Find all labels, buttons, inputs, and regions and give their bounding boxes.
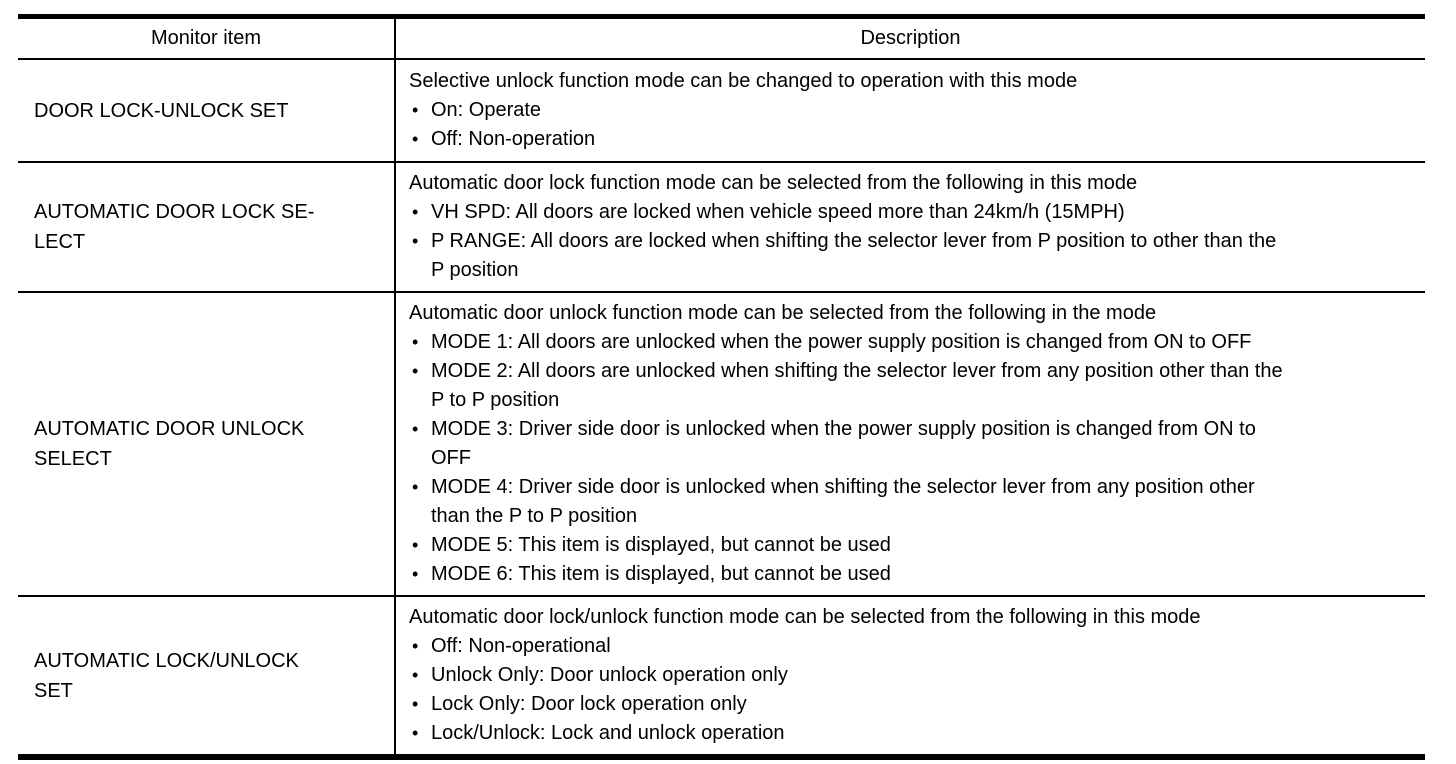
description-intro: Automatic door lock function mode can be… [409, 172, 1138, 194]
bullet-item: MODE 5: This item is displayed, but cann… [409, 531, 1294, 560]
monitor-item-cell: AUTOMATIC LOCK/UNLOCK SET [18, 595, 396, 757]
description-intro: Automatic door lock/unlock function mode… [409, 606, 1201, 628]
monitor-item-cell: DOOR LOCK-UNLOCK SET [18, 58, 396, 162]
bullet-item: VH SPD: All doors are locked when vehicl… [409, 198, 1294, 227]
header-description: Description [395, 16, 1425, 60]
bullet-item: On: Operate [409, 96, 1294, 125]
bullet-item: Off: Non-operational [409, 632, 1294, 661]
table-header: Monitor item Description [18, 16, 1425, 60]
table-row-door-lock-unlock-set: DOOR LOCK-UNLOCK SET Selective unlock fu… [18, 58, 1425, 162]
bullet-item: Unlock Only: Door unlock operation only [409, 661, 1294, 690]
header-row: Monitor item Description [18, 16, 1425, 60]
header-monitor-item: Monitor item [18, 16, 396, 60]
table-row-automatic-lock-unlock-set: AUTOMATIC LOCK/UNLOCK SET Automatic door… [18, 595, 1425, 757]
description-cell: Automatic door lock/unlock function mode… [395, 595, 1425, 757]
bullet-item: MODE 1: All doors are unlocked when the … [409, 328, 1294, 357]
description-cell: Automatic door unlock function mode can … [395, 291, 1425, 596]
description-cell: Automatic door lock function mode can be… [395, 161, 1425, 292]
bullet-item: Lock Only: Door lock operation only [409, 690, 1294, 719]
bullet-list: Off: Non-operational Unlock Only: Door u… [409, 632, 1415, 748]
description-intro: Automatic door unlock function mode can … [409, 302, 1157, 324]
bullet-item: MODE 3: Driver side door is unlocked whe… [409, 415, 1294, 473]
bullet-item: MODE 4: Driver side door is unlocked whe… [409, 473, 1294, 531]
description-intro: Selective unlock function mode can be ch… [409, 70, 1078, 92]
bullet-item: Lock/Unlock: Lock and unlock operation [409, 719, 1294, 748]
bullet-list: MODE 1: All doors are unlocked when the … [409, 328, 1415, 589]
monitor-item-cell: AUTOMATIC DOOR UNLOCK SELECT [18, 291, 396, 596]
table-row-automatic-door-unlock-select: AUTOMATIC DOOR UNLOCK SELECT Automatic d… [18, 291, 1425, 596]
bullet-list: On: Operate Off: Non-operation [409, 96, 1415, 154]
description-cell: Selective unlock function mode can be ch… [395, 58, 1425, 162]
monitor-item-cell: AUTOMATIC DOOR LOCK SE- LECT [18, 161, 396, 292]
bullet-item: P RANGE: All doors are locked when shift… [409, 227, 1294, 285]
bullet-item: MODE 6: This item is displayed, but cann… [409, 560, 1294, 589]
monitor-item-table: Monitor item Description DOOR LOCK-UNLOC… [18, 14, 1425, 760]
bullet-item: Off: Non-operation [409, 125, 1294, 154]
table-row-automatic-door-lock-select: AUTOMATIC DOOR LOCK SE- LECT Automatic d… [18, 161, 1425, 292]
bullet-list: VH SPD: All doors are locked when vehicl… [409, 198, 1415, 285]
bullet-item: MODE 2: All doors are unlocked when shif… [409, 357, 1294, 415]
